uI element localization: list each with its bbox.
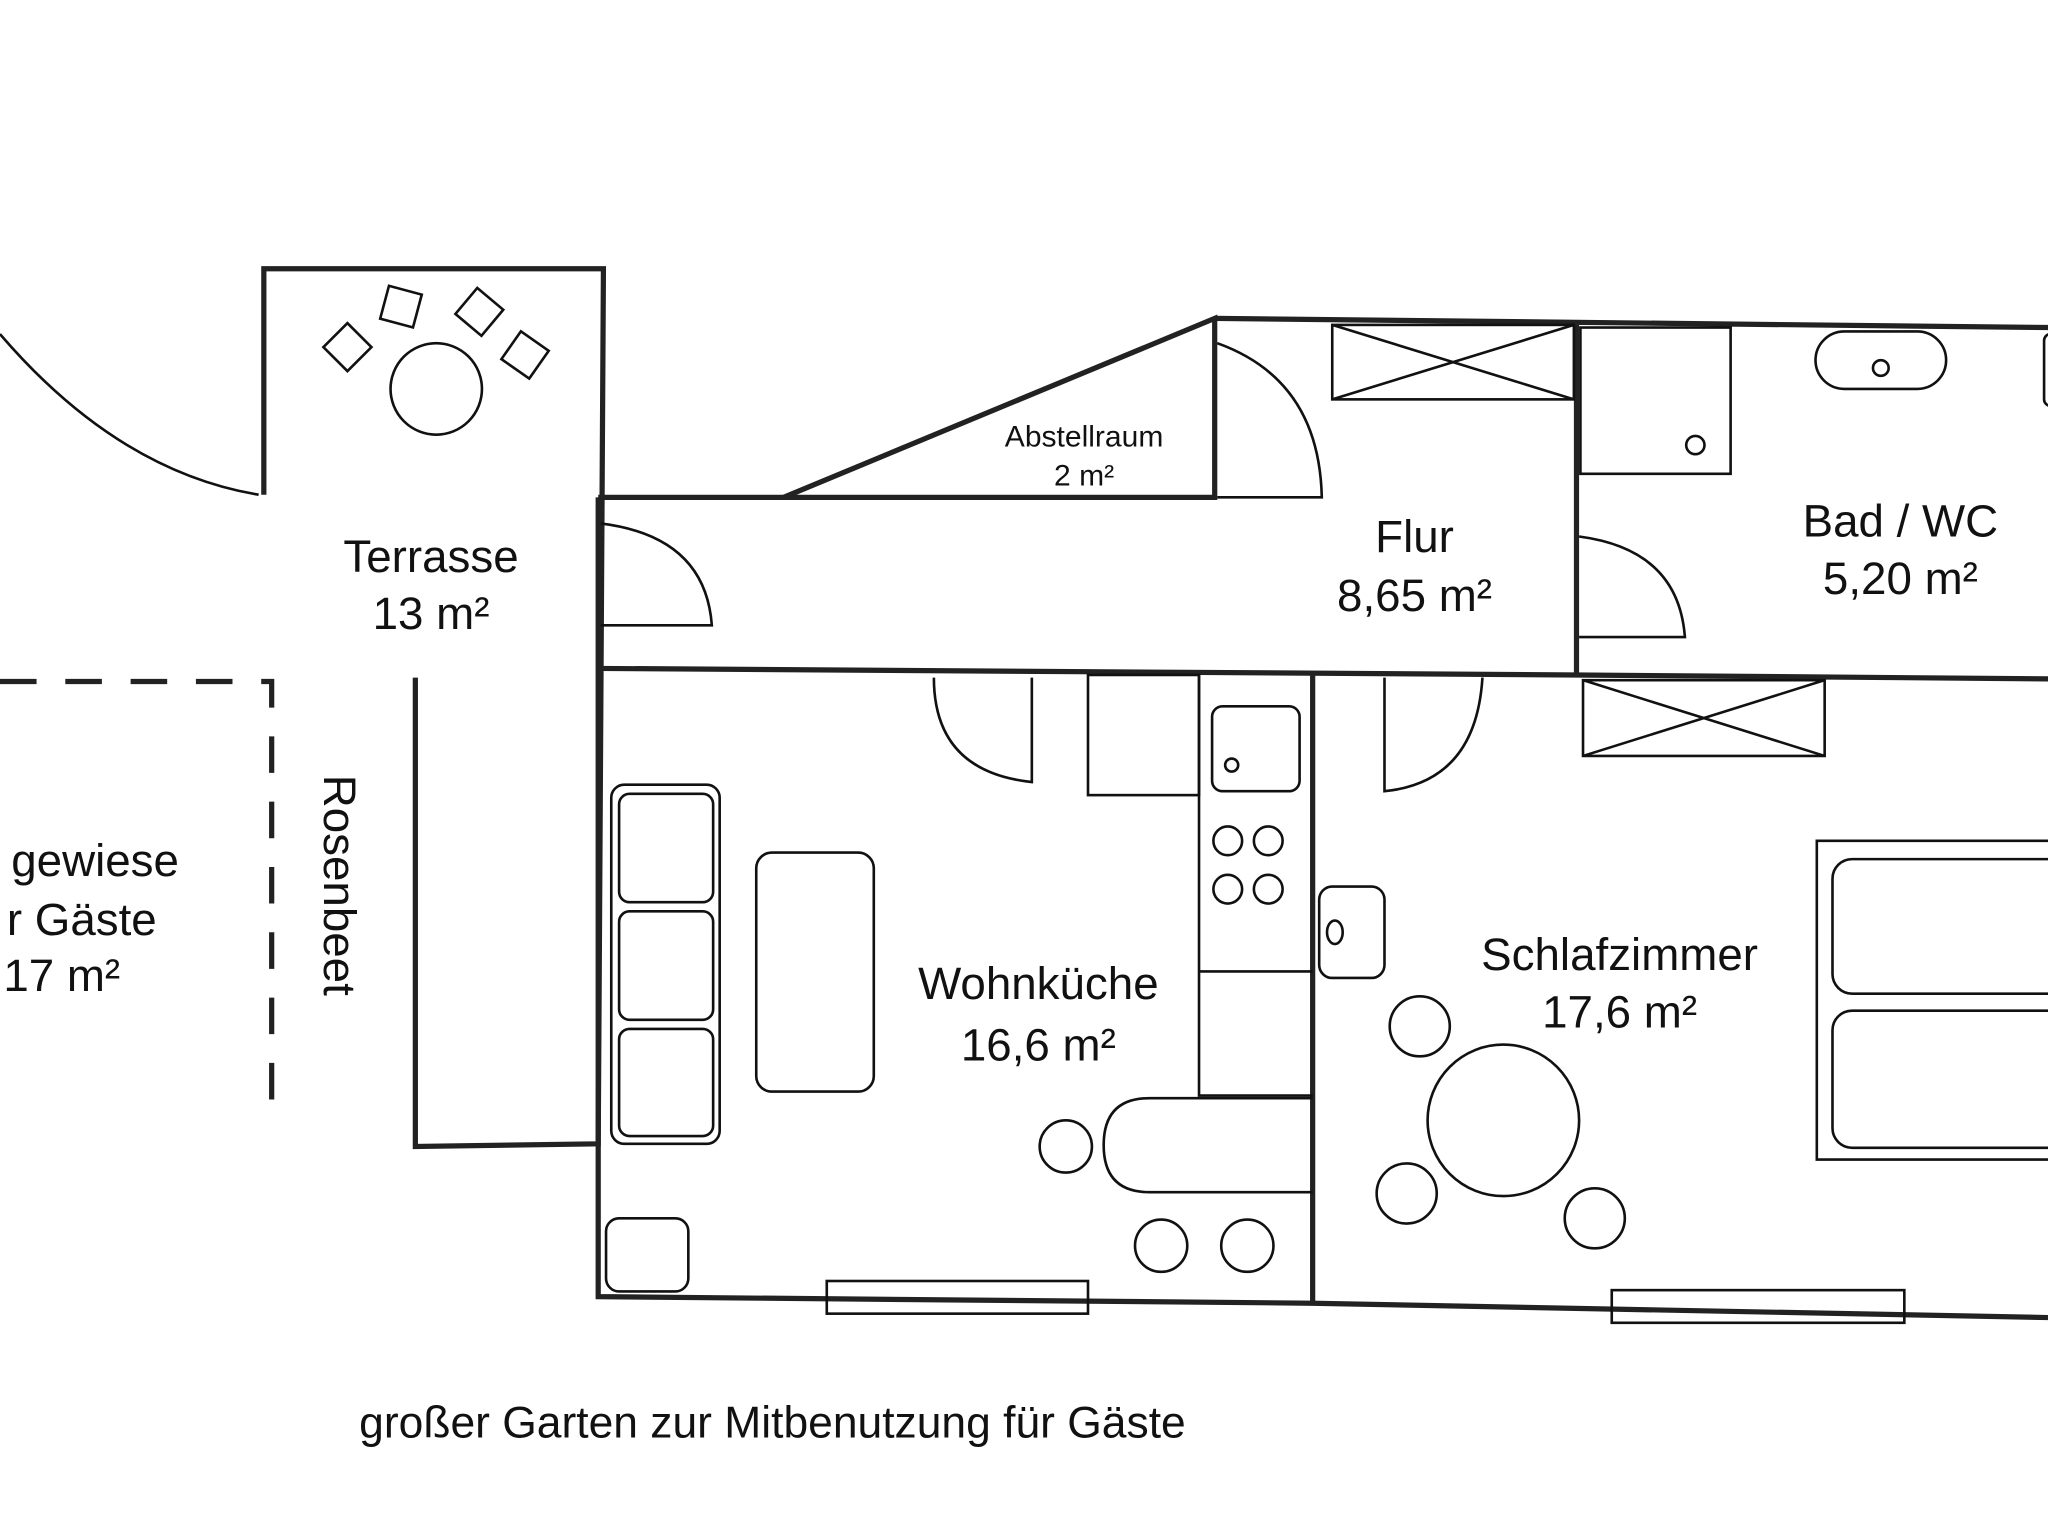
schlafzimmer-area: 17,6 m²: [1542, 987, 1697, 1038]
bar-stool: [1219, 1218, 1275, 1274]
garden-caption: großer Garten zur Mitbenutzung für Gäste: [359, 1399, 1186, 1448]
walls: [595, 314, 2048, 1321]
terrasse-label: Terrasse: [343, 531, 518, 582]
schlafzimmer-label: Schlafzimmer: [1481, 929, 1758, 980]
terrace-chair: [378, 284, 424, 330]
bad-label: Bad / WC: [1803, 496, 1999, 547]
garden-label-3: 17 m²: [3, 950, 120, 1001]
terrasse-area: 13 m²: [373, 588, 490, 639]
terrace-chair: [453, 286, 506, 338]
bathroom-sink: [1814, 330, 1948, 391]
shower: [1579, 326, 1732, 476]
bedroom-sink: [1317, 885, 1386, 980]
flur-label: Flur: [1375, 511, 1454, 562]
dining-chair: [1563, 1186, 1627, 1250]
armchair: [604, 1216, 690, 1293]
stove-burner: [1252, 873, 1284, 905]
kitchen-counter: [1197, 674, 1313, 1097]
dining-chair: [1375, 1162, 1439, 1225]
kitchen-cabinet: [1086, 673, 1201, 797]
window-kitchen: [825, 1279, 1090, 1315]
abstellraum-area: 2 m²: [1054, 460, 1114, 493]
window-bedroom: [1610, 1288, 1906, 1325]
terrace-table: [389, 341, 484, 436]
garden-label-2: r Gäste: [7, 894, 157, 945]
rosenbeet-label: Rosenbeet: [314, 775, 365, 996]
stove-burner: [1252, 825, 1284, 857]
double-bed: [1815, 839, 2048, 1161]
wardrobe-flur: [1330, 323, 1576, 401]
terrace-chair: [499, 329, 551, 381]
kitchen-sink: [1210, 705, 1301, 793]
garden-gate-arc: [0, 333, 259, 497]
dining-table: [1426, 1043, 1581, 1198]
doors: [600, 341, 1687, 793]
bad-area: 5,20 m²: [1823, 553, 1978, 604]
bar-stool: [1133, 1218, 1189, 1274]
wardrobe-bedroom: [1581, 678, 1826, 758]
wohnkueche-area: 16,6 m²: [961, 1019, 1116, 1070]
garden-boundary: [0, 678, 275, 1109]
wohnkueche-label: Wohnküche: [918, 958, 1159, 1009]
coffee-table: [754, 851, 876, 1093]
flur-area: 8,65 m²: [1337, 570, 1492, 621]
stove-burner: [1212, 873, 1244, 905]
stove-burner: [1212, 825, 1244, 857]
bar-stool: [1038, 1119, 1094, 1174]
sofa: [609, 783, 721, 1146]
bar-counter: [1102, 1096, 1313, 1194]
garden-label-1: gewiese: [11, 835, 179, 886]
toilet: [2042, 333, 2048, 407]
terrace-chair: [321, 321, 374, 373]
dining-chair: [1388, 994, 1452, 1058]
abstellraum-label: Abstellraum: [1005, 420, 1164, 453]
terrace: [0, 266, 607, 1150]
